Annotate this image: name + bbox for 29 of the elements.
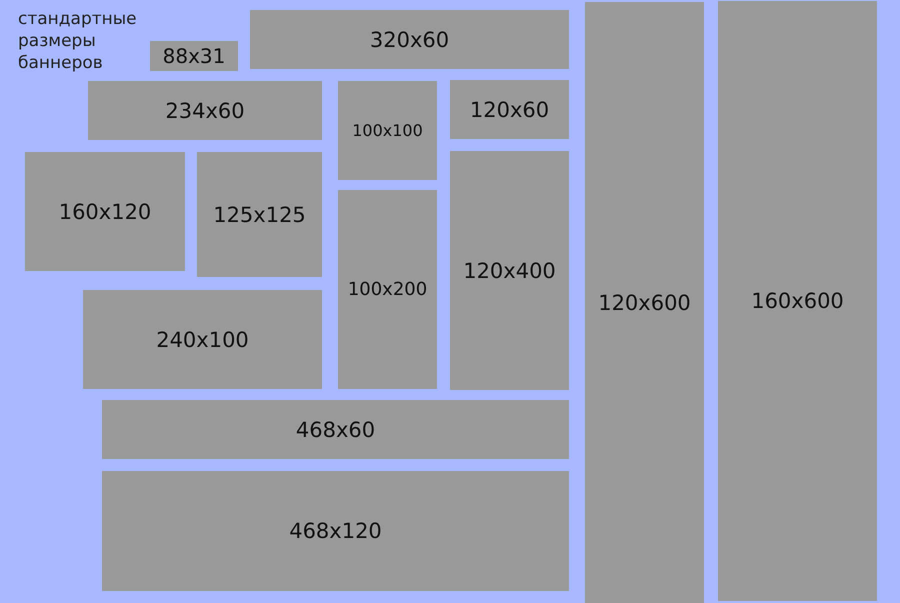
- banner-size-box: [250, 10, 569, 69]
- size-label: 240x100: [156, 328, 249, 352]
- size-label: 160x120: [58, 200, 152, 224]
- size-label: 320x60: [370, 28, 450, 52]
- banner-size-box: [88, 81, 322, 140]
- size-label: 160x600: [751, 289, 844, 313]
- banner-size-box: [197, 152, 322, 277]
- banner-size-box: [338, 190, 437, 389]
- title: стандартные размеры баннеров: [18, 8, 138, 74]
- banner-size-box: [338, 81, 437, 180]
- size-label: 100x200: [348, 279, 428, 300]
- banner-size-box: [83, 290, 322, 389]
- size-label: 88x31: [162, 44, 226, 68]
- size-label: 120x600: [598, 290, 691, 314]
- banner-size-box: [718, 1, 877, 601]
- banner-size-box: [450, 80, 569, 139]
- size-label: 125x125: [213, 202, 306, 226]
- banner-size-box: [102, 471, 569, 591]
- size-label: 100x100: [352, 121, 423, 140]
- banner-size-box: [102, 400, 569, 459]
- size-label: 120x400: [463, 258, 556, 282]
- size-label: 234x60: [165, 98, 245, 122]
- size-label: 468x120: [289, 519, 382, 543]
- banner-size-box: [150, 41, 238, 71]
- banner-size-box: [25, 152, 185, 271]
- size-label: 120x60: [470, 98, 550, 122]
- banner-size-box: [450, 151, 569, 390]
- banner-size-box: [585, 2, 704, 603]
- size-label: 468x60: [296, 418, 376, 442]
